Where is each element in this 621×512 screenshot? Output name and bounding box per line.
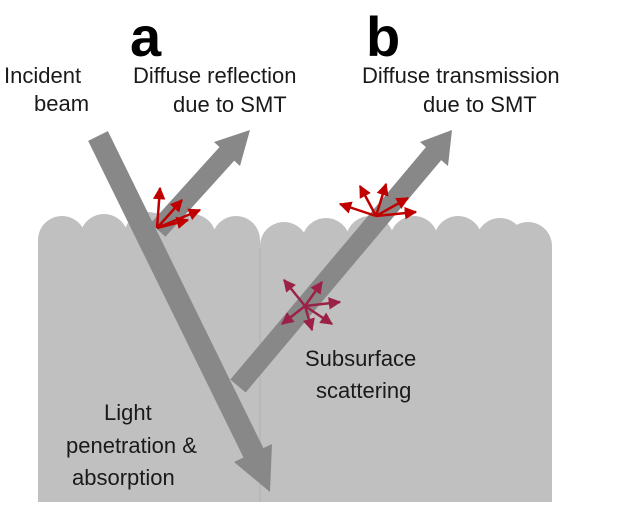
svg-text:scattering: scattering bbox=[316, 378, 411, 403]
material-block-right bbox=[260, 216, 552, 502]
svg-text:penetration &: penetration & bbox=[66, 433, 197, 458]
incident-beam-arrow bbox=[88, 131, 272, 492]
svg-text:Diffuse reflection: Diffuse reflection bbox=[133, 63, 296, 88]
diffuse-reflection-arrow bbox=[150, 130, 250, 237]
diffuse-reflection-label: Diffuse reflection due to SMT bbox=[133, 63, 296, 117]
panel-label-b: b bbox=[366, 5, 400, 68]
subsurface-scattering-label: Subsurface scattering bbox=[305, 346, 416, 403]
svg-text:Incident: Incident bbox=[4, 63, 81, 88]
svg-text:absorption: absorption bbox=[72, 465, 175, 490]
surface-scatter-arrows-b bbox=[338, 182, 418, 220]
svg-text:Diffuse transmission: Diffuse transmission bbox=[362, 63, 560, 88]
svg-text:due to SMT: due to SMT bbox=[423, 92, 537, 117]
diffuse-transmission-label: Diffuse transmission due to SMT bbox=[362, 63, 560, 117]
svg-text:Subsurface: Subsurface bbox=[305, 346, 416, 371]
svg-text:beam: beam bbox=[34, 91, 89, 116]
panel-label-a: a bbox=[130, 5, 162, 68]
subsurface-scatter-arrows bbox=[281, 279, 342, 332]
light-penetration-label: Light penetration & absorption bbox=[66, 400, 197, 490]
diffuse-transmission-arrow bbox=[230, 130, 452, 393]
surface-scatter-arrows-a bbox=[152, 186, 202, 230]
svg-text:due to SMT: due to SMT bbox=[173, 92, 287, 117]
svg-text:Light: Light bbox=[104, 400, 152, 425]
incident-beam-label: Incident beam bbox=[4, 63, 89, 116]
